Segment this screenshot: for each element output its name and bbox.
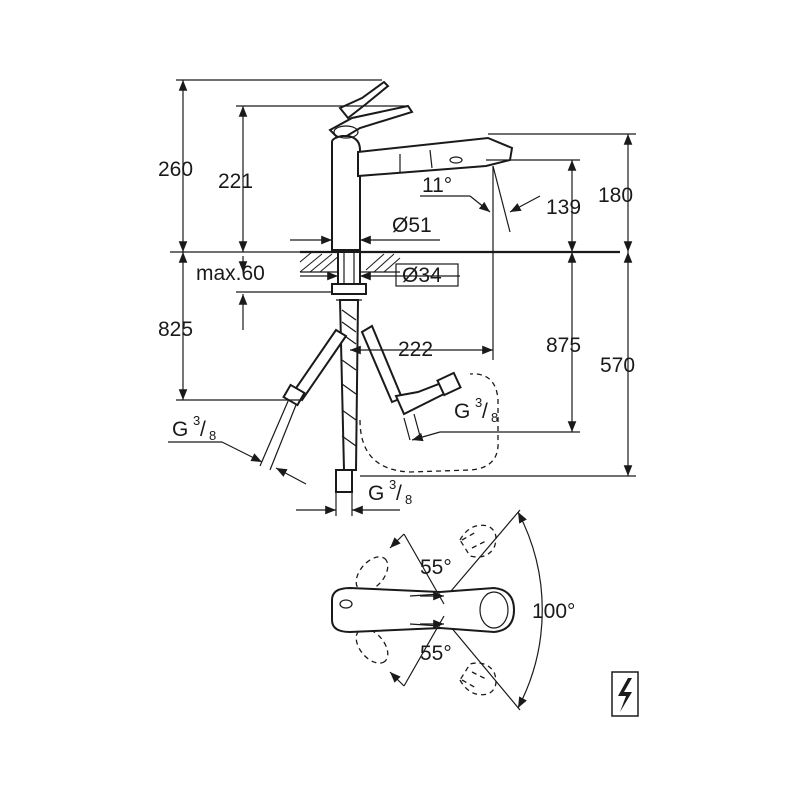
- dim-d34: Ø34: [402, 264, 442, 287]
- right-hose: [360, 324, 404, 404]
- pull-out-spout: [357, 136, 514, 178]
- left-hose: [290, 328, 348, 402]
- dim-825: 825: [158, 318, 193, 341]
- svg-text:8: 8: [209, 428, 216, 443]
- dim-angle-11: 11°: [422, 174, 452, 197]
- dim-221: 221: [218, 170, 253, 193]
- dim-angle-100: 100°: [532, 600, 575, 623]
- dim-875: 875: [546, 334, 581, 357]
- svg-text:/: /: [396, 482, 402, 505]
- dimension-labels: 260 221 180 139 11° Ø51 max.60 Ø34 825 2…: [158, 158, 635, 507]
- faucet-top-view: 55° 55° 100°: [331, 509, 575, 711]
- svg-text:3: 3: [389, 477, 396, 492]
- dim-139: 139: [546, 196, 581, 219]
- dim-570: 570: [600, 354, 635, 377]
- dim-max60: max.60: [196, 262, 265, 285]
- lightning-bolt-icon: [611, 671, 639, 717]
- dim-260: 260: [158, 158, 193, 181]
- svg-text:G: G: [454, 400, 470, 423]
- svg-text:/: /: [482, 400, 488, 423]
- svg-text:/: /: [200, 418, 206, 441]
- svg-text:G: G: [172, 418, 188, 441]
- dim-angle-55-bottom: 55°: [420, 642, 452, 665]
- svg-text:3: 3: [475, 395, 482, 410]
- arc-100: [517, 511, 543, 709]
- svg-text:3: 3: [193, 413, 200, 428]
- dashed-positions: [355, 524, 497, 696]
- mounting-assembly: [259, 251, 499, 493]
- dim-222: 222: [398, 338, 433, 361]
- svg-text:8: 8: [491, 410, 498, 425]
- svg-text:8: 8: [405, 492, 412, 507]
- dim-angle-55-top: 55°: [420, 556, 452, 579]
- dim-180: 180: [598, 184, 633, 207]
- dim-d51: Ø51: [392, 214, 432, 237]
- faucet-body: [331, 135, 361, 251]
- faucet-top-outline: [331, 586, 516, 634]
- thread-label-right: G 3 / 8: [454, 395, 498, 425]
- faucet-side-view: [328, 80, 514, 251]
- pull-out-hose-loop: [359, 373, 499, 473]
- svg-text:G: G: [368, 482, 384, 505]
- thread-label-bottom: G 3 / 8: [368, 477, 412, 507]
- lever-raised-position: [338, 80, 390, 120]
- thread-label-left: G 3 / 8: [172, 413, 216, 443]
- dimension-lines: [168, 79, 636, 516]
